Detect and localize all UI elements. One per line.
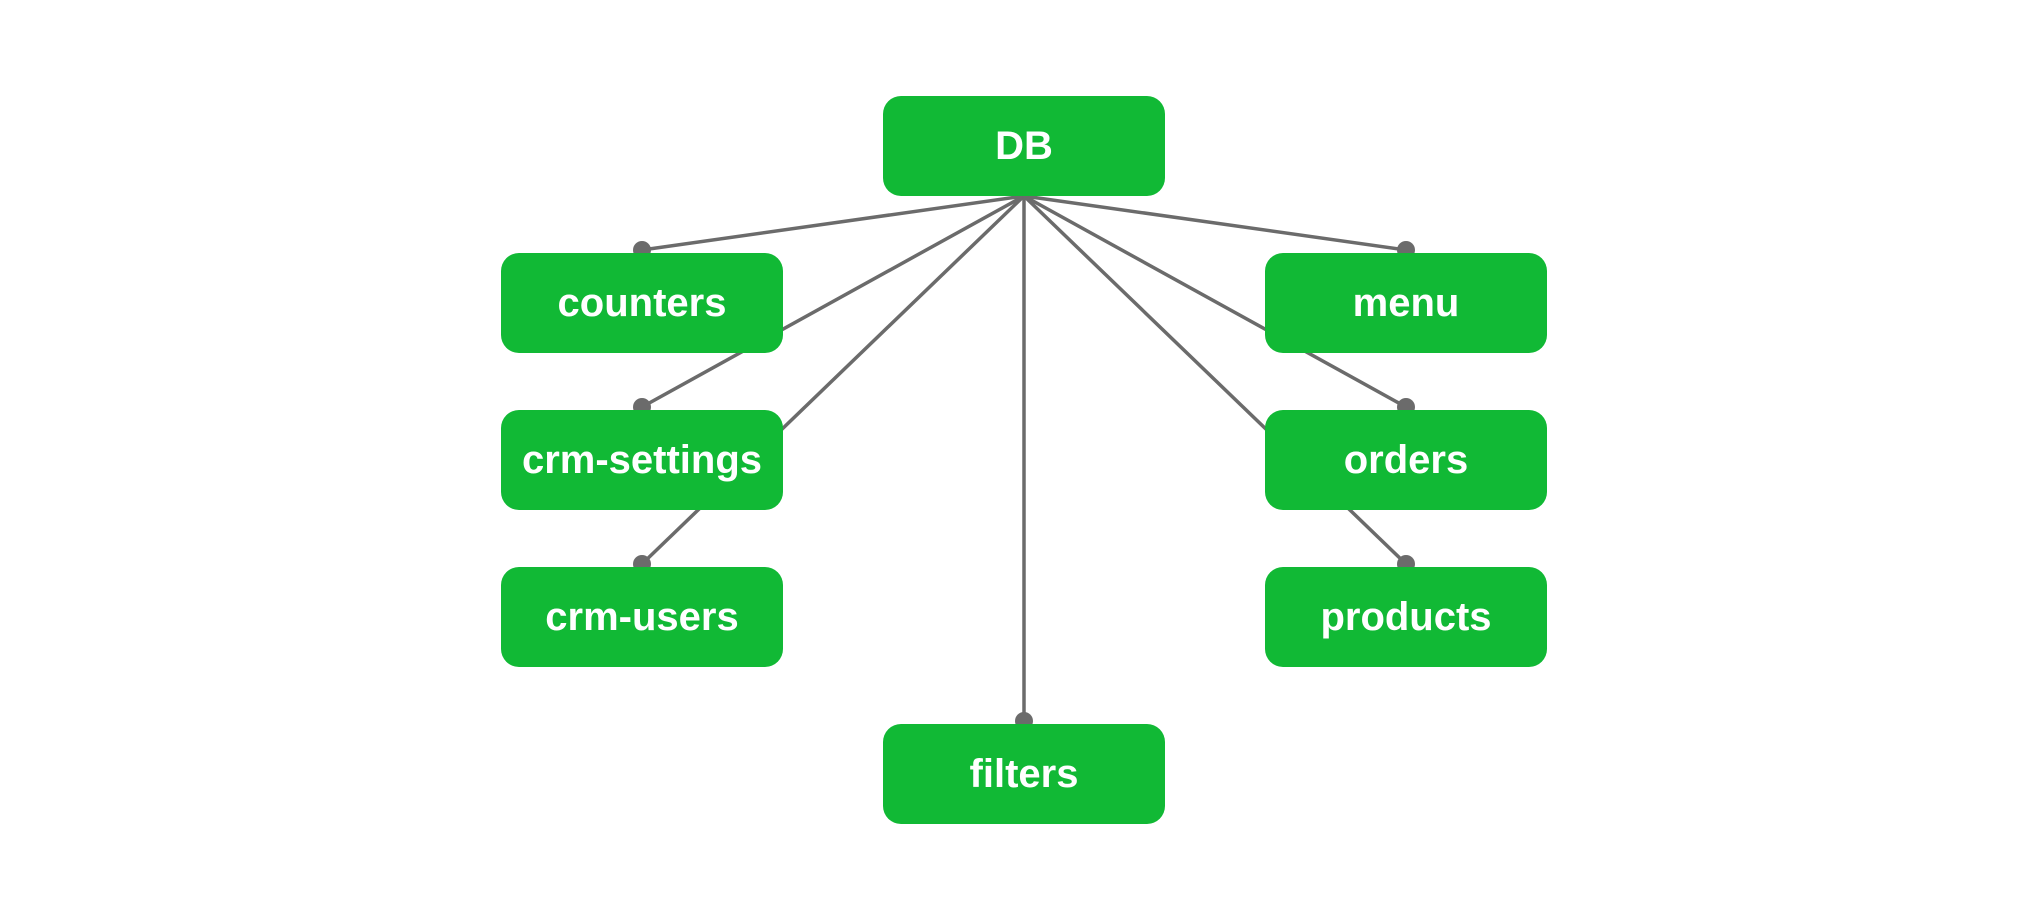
node-products[interactable]: products xyxy=(1265,567,1547,667)
node-orders[interactable]: orders xyxy=(1265,410,1547,510)
edge-db-orders xyxy=(1022,194,1408,409)
node-db[interactable]: DB xyxy=(883,96,1165,196)
node-db-label: DB xyxy=(995,123,1053,168)
node-filters[interactable]: filters xyxy=(883,724,1165,824)
node-crm-users-label: crm-users xyxy=(545,594,739,639)
edge-db-counters xyxy=(640,194,1026,252)
node-crm-settings-label: crm-settings xyxy=(521,437,763,482)
edge-db-menu xyxy=(1022,194,1408,252)
node-filters-label: filters xyxy=(969,751,1079,796)
node-counters-label: counters xyxy=(557,280,727,325)
node-crm-settings[interactable]: crm-settings xyxy=(501,410,783,510)
node-crm-users[interactable]: crm-users xyxy=(501,567,783,667)
node-counters[interactable]: counters xyxy=(501,253,783,353)
node-menu-label: menu xyxy=(1352,280,1460,325)
edge-db-crm-settings xyxy=(640,194,1026,409)
node-products-label: products xyxy=(1320,594,1492,639)
node-orders-label: orders xyxy=(1343,437,1469,482)
node-menu[interactable]: menu xyxy=(1265,253,1547,353)
